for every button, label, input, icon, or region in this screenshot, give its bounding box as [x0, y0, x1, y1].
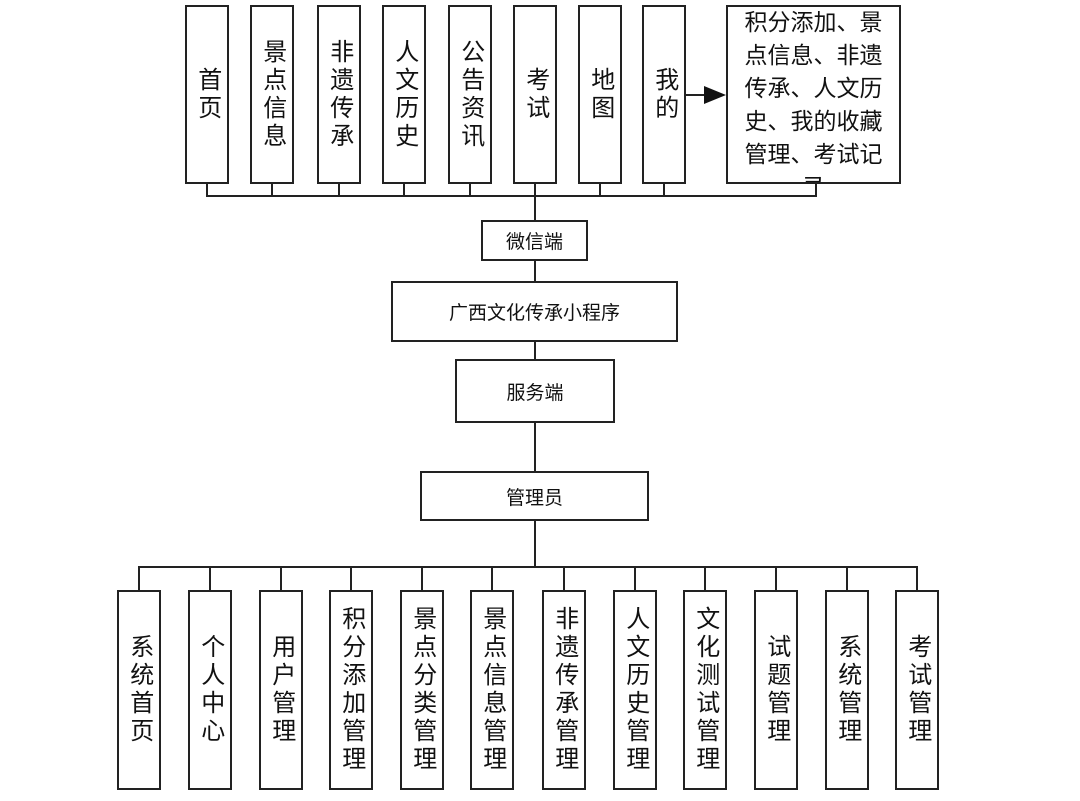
admin-module-exam-management: 考试管理: [895, 590, 939, 790]
admin-module-label: 考试管理: [903, 634, 932, 746]
top-module-label: 首页: [193, 66, 222, 123]
top-module-label: 人文历史: [390, 38, 419, 151]
top-module-label: 考试: [521, 66, 550, 123]
admin-module-label: 试题管理: [762, 634, 791, 746]
admin-module-scenic-info: 景点信息管理: [470, 590, 514, 790]
admin-module-heritage: 非遗传承管理: [542, 590, 586, 790]
top-module-mine: 我的: [642, 5, 686, 184]
wechat-node: 微信端: [481, 220, 588, 261]
admin-module-user-management: 用户管理: [259, 590, 303, 790]
admin-module-history: 人文历史管理: [613, 590, 657, 790]
mini-program-node-label: 广西文化传承小程序: [448, 302, 620, 324]
admin-module-label: 非遗传承管理: [550, 606, 579, 774]
admin-node-label: 管理员: [505, 486, 563, 509]
server-node-label: 服务端: [506, 381, 564, 404]
top-module-label: 非遗传承: [325, 38, 354, 151]
top-module-exam: 考试: [513, 5, 557, 184]
admin-node: 管理员: [420, 471, 649, 521]
admin-module-personal-center: 个人中心: [188, 590, 232, 790]
admin-module-label: 系统管理: [833, 634, 862, 746]
top-module-map: 地图: [578, 5, 622, 184]
admin-module-label: 文化测试管理: [691, 606, 720, 774]
my-features-note-text: 积分添加、景点信息、非遗传承、人文历史、我的收藏管理、考试记录: [744, 10, 883, 182]
admin-module-label: 用户管理: [267, 634, 296, 746]
top-module-label: 景点信息: [258, 38, 287, 151]
top-module-label: 我的: [650, 66, 679, 123]
admin-module-label: 个人中心: [196, 634, 225, 746]
arrow-head-icon: [704, 86, 726, 104]
admin-module-culture-test: 文化测试管理: [683, 590, 727, 790]
top-module-label: 公告资讯: [456, 38, 485, 151]
top-module-news: 公告资讯: [448, 5, 492, 184]
my-features-note: 积分添加、景点信息、非遗传承、人文历史、我的收藏管理、考试记录: [726, 5, 901, 184]
wechat-node-label: 微信端: [505, 231, 563, 253]
admin-module-system-management: 系统管理: [825, 590, 869, 790]
admin-module-questions: 试题管理: [754, 590, 798, 790]
admin-module-label: 系统首页: [125, 634, 154, 746]
admin-module-label: 人文历史管理: [621, 606, 650, 774]
top-module-label: 地图: [586, 66, 615, 123]
top-module-scenic-info: 景点信息: [250, 5, 294, 184]
top-module-home: 首页: [185, 5, 229, 184]
top-module-heritage: 非遗传承: [317, 5, 361, 184]
admin-module-label: 积分添加管理: [337, 606, 366, 774]
admin-module-points-management: 积分添加管理: [329, 590, 373, 790]
mini-program-node: 广西文化传承小程序: [391, 281, 678, 342]
admin-module-scenic-category: 景点分类管理: [400, 590, 444, 790]
top-module-history: 人文历史: [382, 5, 426, 184]
admin-module-label: 景点分类管理: [408, 606, 437, 774]
server-node: 服务端: [455, 359, 615, 423]
admin-module-system-home: 系统首页: [117, 590, 161, 790]
admin-module-label: 景点信息管理: [478, 606, 507, 774]
